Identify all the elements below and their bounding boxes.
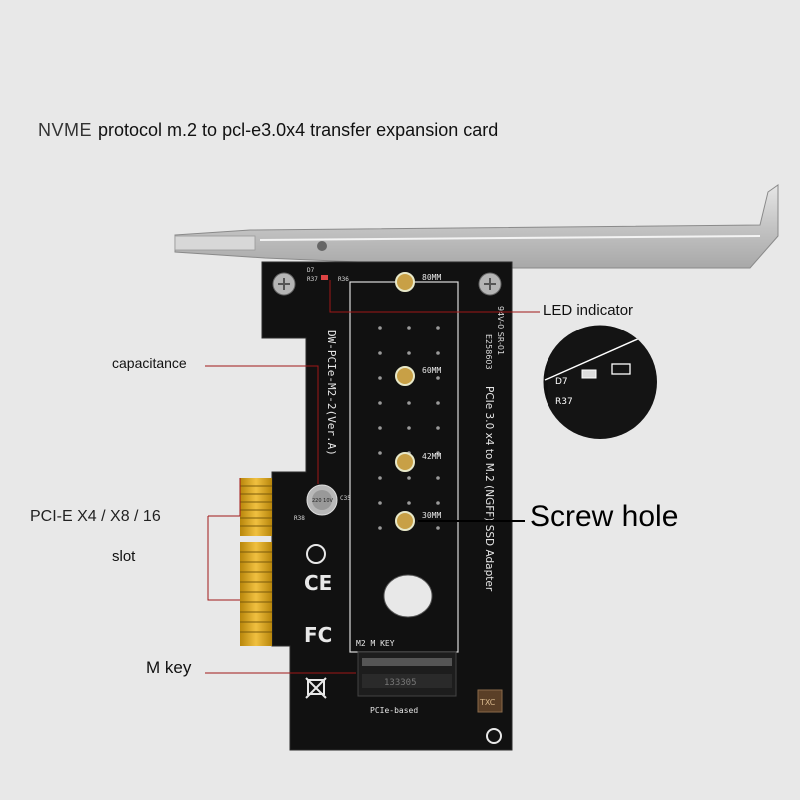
title-text: protocol m.2 to pcl-e3.0x4 transfer expa… (98, 120, 499, 140)
gold-contacts (240, 478, 272, 646)
m-key-label: M key (146, 658, 192, 677)
component-c35: C35 (340, 495, 351, 502)
title-prefix: NVME (38, 120, 93, 140)
size-mark-60: 60MM (422, 366, 441, 375)
size-mark-42: 42MM (422, 452, 441, 461)
component-r36: R36 (338, 276, 349, 283)
m2-connector: M2 M KEY 133305 PCIe-based (356, 639, 457, 715)
cert-id-text: E258603 (484, 334, 493, 370)
svg-text:R37: R37 (555, 397, 573, 407)
certification-marks: CE FC (304, 544, 502, 744)
size-mark-30: 30MM (422, 511, 441, 520)
bracket-screws (272, 272, 502, 296)
connector-code: 133305 (384, 678, 417, 688)
svg-text:CE: CE (304, 571, 332, 595)
slot-label: slot (112, 548, 136, 565)
led-component (321, 275, 328, 280)
connector-sub: PCIe-based (370, 706, 418, 715)
component-d7: D7 (307, 267, 315, 274)
metal-bracket (174, 184, 779, 269)
component-r37: R37 (307, 276, 318, 283)
pcie-label: PCI-E X4 / X8 / 16 (30, 508, 161, 525)
ventilation-dots (356, 316, 454, 548)
screw-hole-label: Screw hole (530, 500, 679, 533)
led-zoom-inset: D7 R37 (540, 322, 660, 442)
component-r38: R38 (294, 515, 305, 522)
oval-cutout (383, 574, 433, 618)
svg-text:D7: D7 (555, 377, 568, 387)
callout-lines (205, 280, 540, 674)
capacitor: 220 10V (306, 484, 338, 516)
connector-label: M2 M KEY (356, 639, 395, 648)
brand-stamp-text: TXC (479, 698, 496, 707)
capacitor-text: 220 10V (312, 498, 333, 504)
capacitance-label: capacitance (112, 355, 187, 371)
cert-text: 94V-0 SR-01 (496, 306, 505, 355)
led-indicator-label: LED indicator (543, 302, 634, 319)
product-line-text: PCIe 3.0 x4 to M.2 (NGFF) SSD Adapter (483, 386, 495, 592)
size-mark-80: 80MM (422, 273, 441, 282)
screw-holes (395, 272, 415, 531)
board-model-text: DW-PCIe-M2-2(Ver.A) (325, 330, 338, 456)
svg-text:FC: FC (304, 623, 332, 647)
brand-stamp (477, 689, 503, 713)
